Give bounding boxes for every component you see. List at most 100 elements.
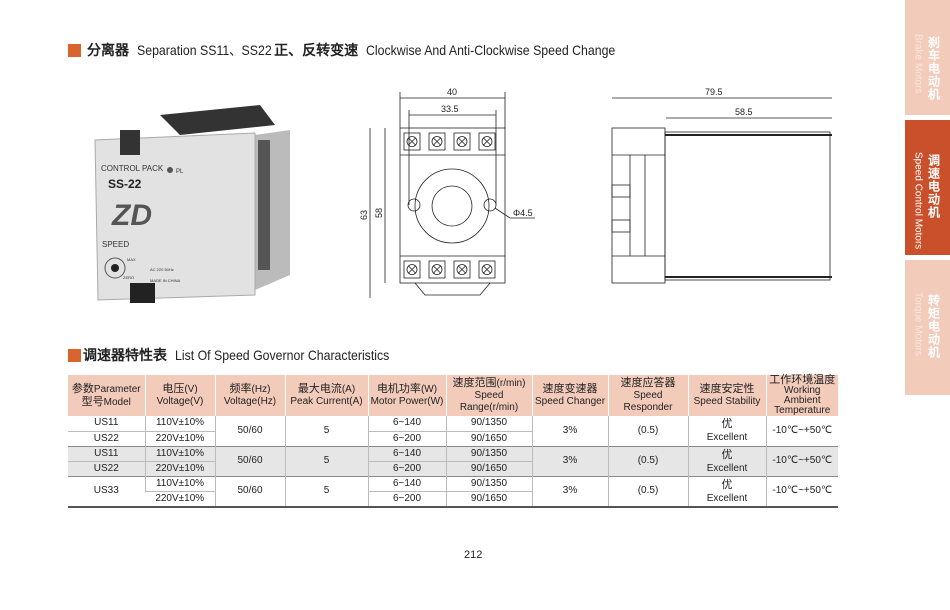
voltage: 220V±10%	[155, 432, 205, 444]
speed-changer: 3%	[562, 424, 578, 436]
photo-max: MAX	[127, 257, 136, 262]
terminal-screw-icon	[478, 132, 496, 151]
model: US33	[93, 485, 119, 496]
model: US22	[93, 432, 119, 444]
voltage: 110V±10%	[155, 477, 205, 489]
speed-responder: (0.5)	[637, 485, 659, 496]
header-en: Model	[103, 396, 131, 408]
temperature: -10℃~+50℃	[772, 455, 833, 466]
table-cell: 5	[284, 475, 368, 507]
header-cn: 型号	[81, 394, 104, 408]
model: US11	[94, 417, 119, 429]
header-en: Peak Current(A)	[290, 396, 363, 407]
header-unit: (Hz)	[251, 384, 271, 395]
table-cell: (0.5)	[607, 445, 688, 476]
stability-cn: 优	[721, 447, 733, 461]
header-en: Voltage(Hz)	[223, 396, 277, 407]
tab-label-en: Torque Motors	[912, 292, 924, 356]
tab-label-en: Brake Motors	[912, 34, 924, 94]
header-cn: 速度范围	[452, 376, 497, 389]
tab-label-cn: 刹车电动机	[926, 36, 941, 101]
photo-label-control-pack: CONTROL PACK	[101, 164, 164, 173]
side-view-drawing: 79.5 58.5	[611, 87, 832, 284]
column-header: 电压(V)Voltage(V)	[144, 375, 215, 416]
table-cell: US22	[68, 431, 145, 446]
table-cell: US11	[68, 445, 145, 462]
terminal-screw-icon	[403, 260, 421, 279]
table-cell: 6~140	[367, 445, 446, 462]
speed-range: 90/1650	[470, 492, 508, 504]
header-en: Speed Responder	[623, 390, 673, 413]
dim-63: 63	[359, 210, 369, 220]
table-cell: 90/1350	[445, 445, 532, 462]
table-cell: -10℃~+50℃	[765, 416, 838, 446]
tab-label-cn: 转矩电动机	[926, 294, 941, 359]
speed-responder: (0.5)	[637, 424, 659, 436]
bullet-square-icon	[68, 43, 81, 57]
table-cell: US33	[68, 475, 145, 507]
dim-58-5: 58.5	[735, 107, 753, 117]
section-title-separation: 分离器 Separation SS11、SS22 正、反转变速 Clockwis…	[68, 40, 649, 60]
table-cell: 220V±10%	[145, 491, 215, 507]
stability-en: Excellent	[706, 462, 748, 474]
table-cell: 220V±10%	[144, 431, 215, 446]
product-photo: CONTROL PACK PL SS-22 ZD SPEED MAX ZERO …	[94, 105, 290, 303]
title-en: List Of Speed Governor Characteristics	[175, 347, 390, 363]
speed-responder: (0.5)	[637, 455, 659, 466]
temperature: -10℃~+50℃	[772, 485, 833, 496]
peak-current: 5	[323, 485, 330, 496]
page-number: 212	[464, 549, 483, 561]
table-cell: 3%	[531, 445, 608, 476]
terminal-screw-icon	[428, 132, 446, 151]
table-cell: 110V±10%	[144, 445, 215, 462]
table-cell: 50/60	[214, 445, 285, 476]
header-cn: 电机功率	[376, 382, 421, 395]
header-en: Parameter	[93, 383, 141, 395]
frequency: 50/60	[237, 424, 263, 436]
header-unit: (r/min)	[496, 378, 526, 389]
table-row: 220V±10% 6~200 90/1650	[68, 491, 838, 507]
dim-79-5: 79.5	[705, 87, 723, 97]
table-cell: 6~200	[367, 461, 446, 476]
tab-label-cn: 调速电动机	[926, 154, 941, 219]
motor-power: 6~140	[392, 447, 422, 459]
dim-hole: Φ4.5	[513, 208, 533, 218]
table-cell: 90/1650	[445, 491, 532, 507]
header-cn: 最大电流	[297, 382, 342, 395]
model: US11	[94, 447, 119, 459]
dim-40: 40	[447, 87, 457, 97]
speed-changer: 3%	[562, 485, 578, 496]
title-cn-2: 正、反转变速	[274, 43, 359, 59]
bullet-square-icon	[68, 348, 81, 362]
terminal-screw-icon	[453, 132, 471, 151]
header-cn: 工作环境温度	[769, 373, 836, 386]
table-cell: -10℃~+50℃	[765, 475, 838, 507]
header-en: Speed Stability	[693, 396, 761, 407]
table-cell: 110V±10%	[144, 475, 215, 492]
table-cell: 6~200	[367, 491, 446, 507]
header-cn: 电压	[162, 382, 185, 395]
table-cell: 220V±10%	[144, 461, 215, 476]
terminal-screw-icon	[478, 260, 496, 279]
photo-ac: AC 220 50Hz	[150, 267, 174, 272]
motor-power: 6~140	[392, 417, 422, 429]
speed-range: 90/1350	[470, 447, 508, 459]
header-cn: 频率	[229, 382, 252, 395]
table-cell: 6~140	[367, 475, 446, 492]
motor-power: 6~200	[392, 462, 422, 474]
front-view-drawing: 40 33.5 63 58 Φ4.5	[359, 87, 535, 298]
column-header: 最大电流(A)Peak Current(A)	[284, 375, 368, 416]
table-cell: 110V±10%	[144, 416, 215, 432]
stability-cn: 优	[721, 477, 733, 491]
header-en: Working Ambient	[783, 385, 821, 406]
header-en: Speed Changer	[534, 396, 606, 407]
table-cell: US22	[68, 461, 145, 476]
